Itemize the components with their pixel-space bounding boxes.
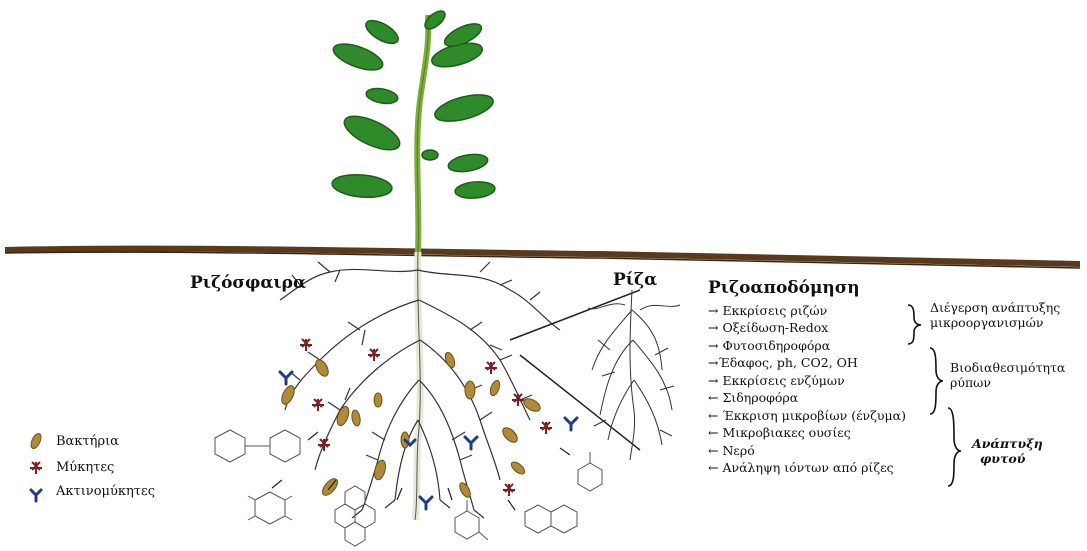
- process-item: ← Ανάληψη ιόντων από ρίζες: [708, 460, 894, 475]
- zoom-line: [520, 355, 640, 450]
- legend-label-actinomycetes: Ακτινομύκητες: [56, 484, 155, 499]
- rhizodegradation-title: Ριζοαποδόμηση: [708, 278, 860, 298]
- process-item: ← Σιδηροφόρα: [708, 390, 798, 405]
- group-label-bioavailability: Βιοδιαθεσιμότητα ρύπων: [950, 360, 1065, 390]
- root-label: Ρίζα: [613, 270, 657, 290]
- braces: [908, 305, 961, 486]
- fungi-icon: [30, 462, 42, 474]
- legend-icons: [29, 432, 43, 501]
- process-item: ← Έκκριση μικροβίων (ένζυμα): [708, 408, 906, 423]
- group-label-plant-growth: Ανάπτυξη φυτού: [972, 436, 1043, 466]
- process-item: → Φυτοσιδηροφόρα: [708, 338, 830, 353]
- legend-label-fungi: Μύκητες: [56, 460, 114, 475]
- chemical-structures: [215, 430, 602, 546]
- bacteria-icon: [29, 432, 43, 450]
- plant-leaves: [330, 8, 496, 200]
- zoom-line: [510, 290, 640, 340]
- process-item: →Έδαφος, ph, CO2, OH: [708, 355, 858, 370]
- soil-surface: [5, 249, 1080, 264]
- process-item: → Οξείδωση-Redox: [708, 320, 828, 335]
- legend-label-bacteria: Βακτήρια: [56, 434, 119, 449]
- bacteria-cluster: [279, 351, 542, 499]
- group-label-microbial-growth: Διέγερση ανάπτυξης μικροοργανισμών: [930, 300, 1060, 330]
- process-item: → Εκκρίσεις ριζών: [708, 303, 827, 318]
- root-inset: [588, 290, 680, 460]
- rhizosphere-label: Ριζόσφαιρα: [190, 273, 306, 293]
- process-item: ← Μικροβιακες ουσίες: [708, 425, 851, 440]
- process-item: → Εκκρίσεις ενζύμων: [708, 373, 845, 388]
- process-item: ← Νερό: [708, 443, 755, 458]
- actinomycetes-icon: [31, 490, 41, 501]
